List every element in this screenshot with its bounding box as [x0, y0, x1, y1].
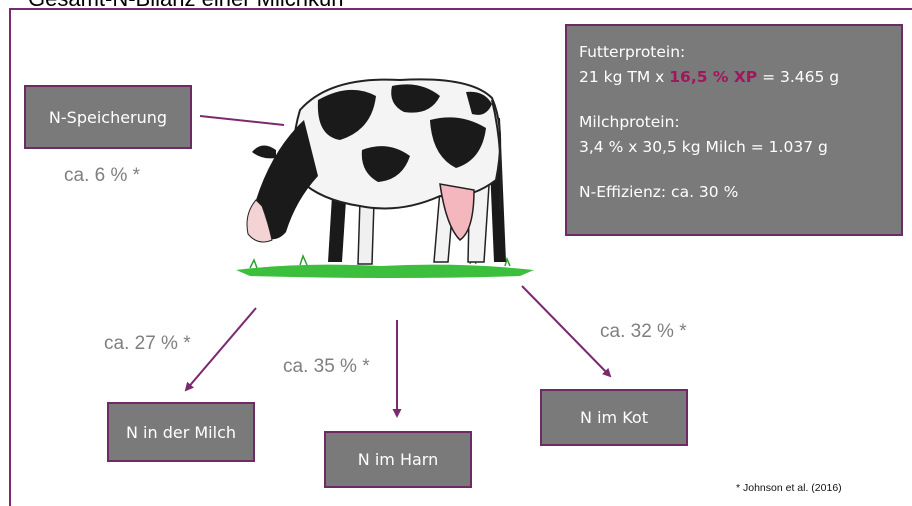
pct-feces: ca. 32 % *: [600, 321, 687, 343]
feces-arrow: [522, 286, 610, 376]
milk-protein-title: Milchprotein:: [579, 110, 901, 135]
pct-storage: ca. 6 % *: [64, 165, 140, 187]
pct-milk: ca. 27 % *: [104, 333, 191, 355]
pct-urine: ca. 35 % *: [283, 356, 370, 378]
crude-protein-highlight: 16,5 % XP: [669, 68, 757, 86]
milk-arrow: [186, 308, 256, 390]
cow-illustration: [236, 79, 534, 278]
nitrogen-info-panel: Futterprotein: 21 kg TM x 16,5 % XP = 3.…: [565, 24, 903, 236]
box-n-urine: N im Harn: [324, 431, 472, 488]
feed-protein-title: Futterprotein:: [579, 40, 901, 65]
feed-protein-result: = 3.465 g: [757, 68, 839, 86]
cut-off-heading: Gesamt-N-Bilanz einer Milchkuh: [28, 0, 343, 12]
box-n-milk: N in der Milch: [107, 402, 255, 462]
box-n-feces: N im Kot: [540, 389, 688, 446]
storage-connector-line: [200, 116, 284, 125]
milk-protein-calc: 3,4 % x 30,5 kg Milch = 1.037 g: [579, 135, 901, 160]
feed-protein-calc: 21 kg TM x 16,5 % XP = 3.465 g: [579, 65, 901, 90]
grass-patch: [236, 265, 534, 278]
source-note: * Johnson et al. (2016): [736, 482, 842, 494]
box-n-storage: N-Speicherung: [24, 85, 192, 149]
feed-protein-prefix: 21 kg TM x: [579, 68, 669, 86]
n-efficiency: N-Effizienz: ca. 30 %: [579, 180, 901, 205]
